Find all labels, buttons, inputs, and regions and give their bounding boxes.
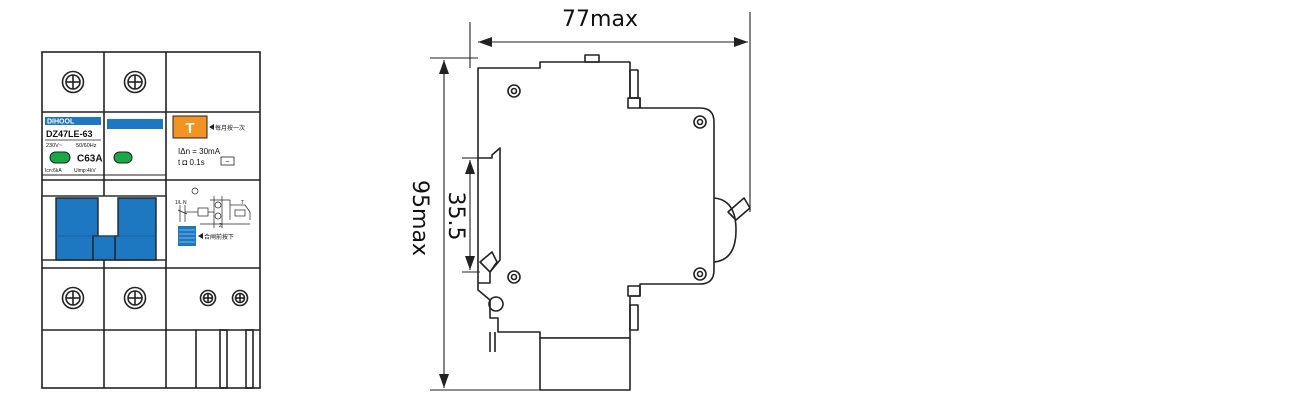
front-label-area: DIHOOL DZ47LE-63 230V~ 50/60Hz C63A Icn:…: [45, 115, 251, 246]
dimension-width-label: 77max: [562, 7, 638, 32]
voltage-label: 230V~: [46, 143, 62, 149]
small-screw-icon: [231, 289, 249, 307]
brand-strip: [45, 117, 101, 125]
green-indicator-left: [49, 151, 71, 164]
frequency-label: 50/60Hz: [76, 143, 97, 149]
circuit-schematic: [177, 187, 251, 228]
toggle-handle-right[interactable]: [114, 197, 157, 261]
terminal-screw-icon: [123, 70, 147, 94]
arrow-left-icon: [209, 124, 214, 130]
dimension-lines: [430, 12, 751, 391]
blue-strip-middle: [107, 119, 163, 129]
small-screw-icon: [199, 289, 217, 307]
toggle-handle-left[interactable]: [55, 197, 99, 261]
screw-icon: [507, 270, 521, 284]
screw-icon: [693, 267, 707, 281]
test-button-glyph: T: [185, 120, 194, 137]
trip-time-box: ~: [225, 159, 229, 166]
schematic-label-2: 2: [219, 223, 222, 229]
test-button[interactable]: [172, 115, 208, 139]
trip-time-label: t ◘ 0.1s: [178, 158, 205, 167]
schematic-label-n: N: [183, 200, 187, 206]
test-note: 每月按一次: [215, 124, 245, 132]
arrow-left-icon: [198, 233, 203, 239]
terminal-screw-icon: [123, 286, 147, 310]
model-label: DZ47LE-63: [46, 129, 93, 139]
dimension-height-label: 95max: [407, 180, 432, 256]
terminal-screw-icon: [61, 70, 85, 94]
side-body-outline: [477, 61, 715, 339]
reset-note: 合闸前按下: [204, 233, 234, 241]
brand-logo: DIHOOL: [47, 119, 75, 126]
schematic-label-l: 1/L: [175, 200, 182, 206]
side-view: [477, 54, 751, 391]
mounting-hole: [488, 296, 504, 312]
dimension-rail-label: 35.5: [443, 192, 468, 241]
side-handle: [713, 197, 737, 263]
screw-icon: [507, 84, 521, 98]
screw-icon: [693, 115, 707, 129]
residual-current-label: IΔn = 30mA: [178, 147, 221, 156]
toggle-handles[interactable]: [41, 195, 167, 261]
reset-slider[interactable]: [178, 226, 196, 246]
rating-label: C63A: [77, 154, 103, 165]
schematic-label-t: T: [241, 200, 244, 206]
icn-label: Icn:6kA: [45, 168, 62, 174]
uimp-label: Uimp:4kV: [74, 168, 96, 174]
green-indicator-right: [113, 151, 133, 164]
terminal-screw-icon: [61, 286, 85, 310]
